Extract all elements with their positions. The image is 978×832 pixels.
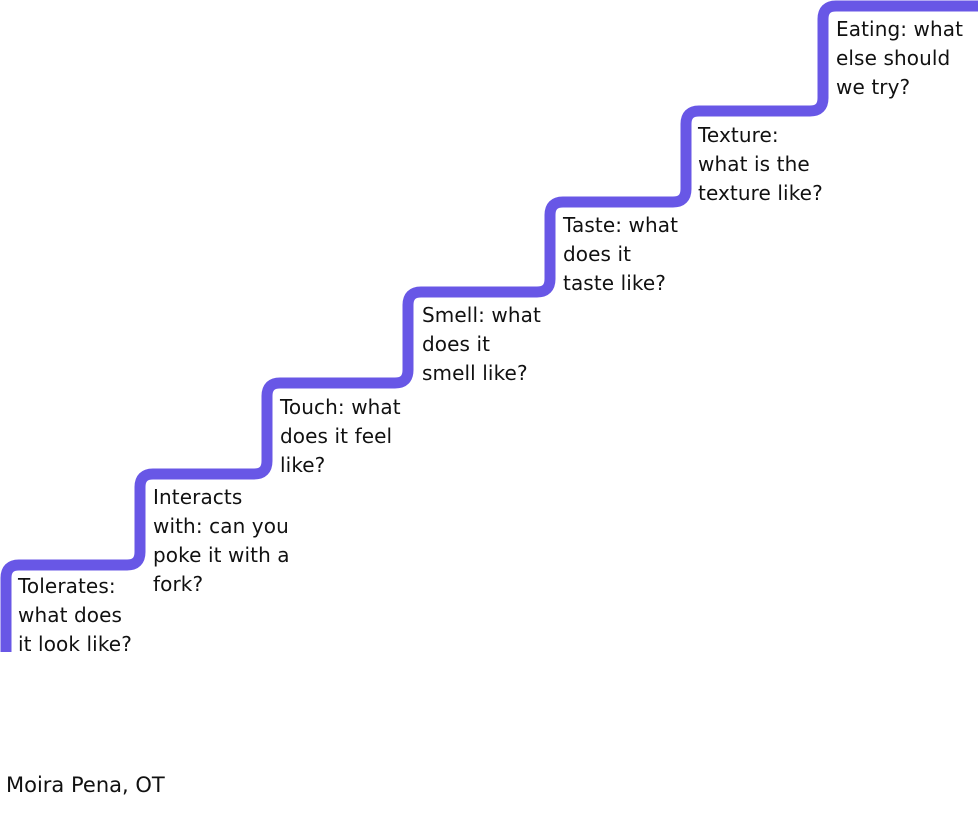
author-credit: Moira Pena, OT [6, 773, 165, 797]
step-touch-line-1: Touch: what [280, 395, 401, 419]
staircase-line [0, 0, 978, 652]
step-taste-line-2: does it [563, 242, 632, 266]
step-interacts-with-line-4: fork? [153, 572, 204, 596]
step-tolerates-line-1: Tolerates: [18, 574, 116, 598]
step-eating: Eating: what else should we try? [836, 15, 963, 102]
step-touch-line-3: like? [280, 453, 326, 477]
step-texture-line-2: what is the [698, 152, 810, 176]
step-interacts-with-line-3: poke it with a [153, 543, 290, 567]
step-tolerates-line-3: it look like? [18, 632, 132, 656]
step-eating-line-2: else should [836, 46, 951, 70]
step-eating-line-3: we try? [836, 75, 911, 99]
step-smell-line-2: does it [422, 332, 491, 356]
step-smell-line-3: smell like? [422, 361, 528, 385]
step-texture: Texture: what is the texture like? [698, 121, 823, 208]
step-interacts-with: Interacts with: can you poke it with a f… [153, 483, 290, 599]
step-taste-line-3: taste like? [563, 271, 667, 295]
step-texture-line-3: texture like? [698, 181, 823, 205]
step-eating-line-1: Eating: what [836, 17, 964, 41]
step-interacts-with-line-2: with: can you [153, 514, 289, 538]
step-texture-line-1: Texture: [698, 123, 779, 147]
step-taste: Taste: what does it taste like? [563, 211, 678, 298]
step-touch-line-2: does it feel [280, 424, 393, 448]
step-interacts-with-line-1: Interacts [153, 485, 243, 509]
step-tolerates: Tolerates: what does it look like? [18, 572, 132, 659]
step-tolerates-line-2: what does [18, 603, 123, 627]
step-touch: Touch: what does it feel like? [280, 393, 401, 480]
step-smell-line-1: Smell: what [422, 303, 541, 327]
step-taste-line-1: Taste: what [563, 213, 679, 237]
step-smell: Smell: what does it smell like? [422, 301, 541, 388]
